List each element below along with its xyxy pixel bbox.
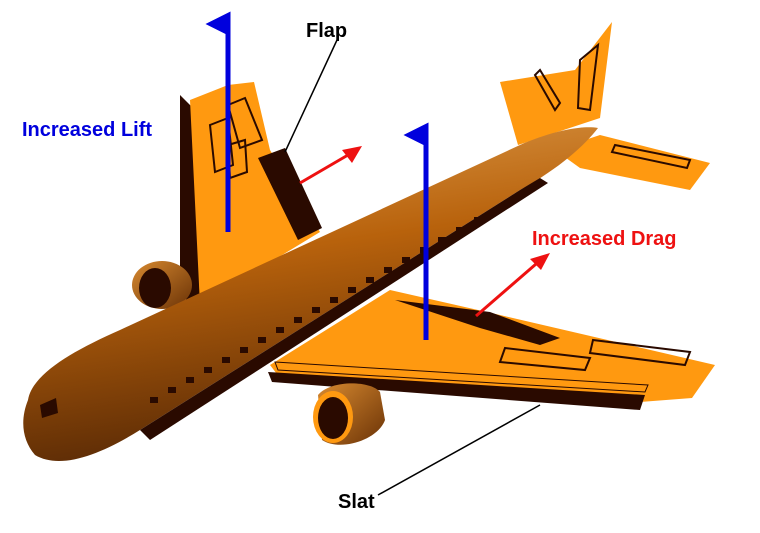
flap-label: Flap	[306, 20, 348, 42]
left-wing	[180, 82, 320, 310]
drag-arrow-upper	[299, 146, 362, 185]
right-engine	[313, 383, 385, 445]
slat-label: Slat	[338, 491, 375, 513]
drag-arrow-lower	[475, 253, 550, 318]
vertical-tail	[500, 22, 612, 145]
left-engine	[132, 261, 192, 309]
slat-leader-line	[377, 404, 541, 496]
increased-drag-label: Increased Drag	[532, 228, 677, 250]
slat	[268, 361, 649, 410]
increased-lift-label: Increased Lift	[22, 119, 153, 141]
left-flap	[258, 148, 322, 240]
horizontal-stabilizer	[555, 135, 710, 190]
flap-leader-line	[284, 39, 338, 153]
